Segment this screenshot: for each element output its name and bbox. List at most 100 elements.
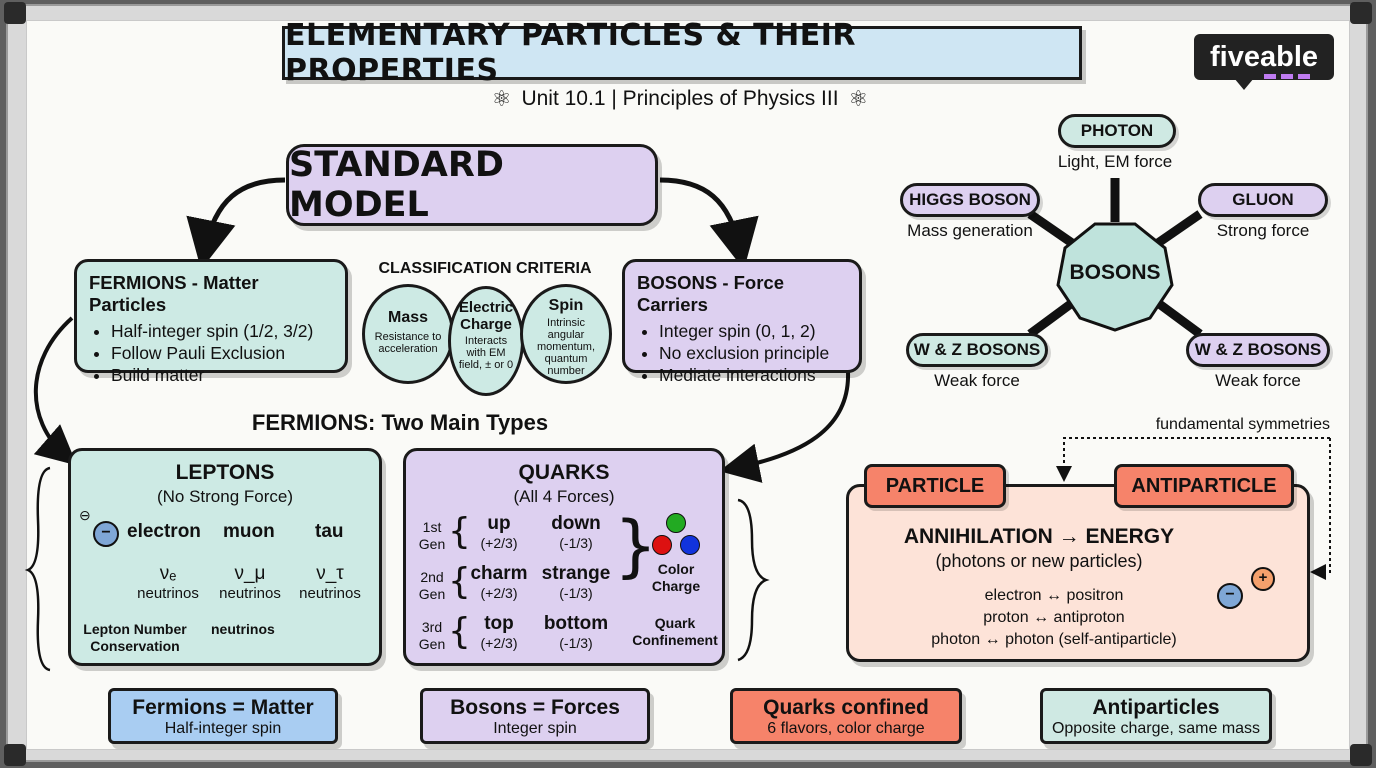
neutrino-symbol: ν_τ xyxy=(316,563,344,584)
quark-name: top xyxy=(484,613,514,634)
neutrino-tau: ν_τ neutrinos xyxy=(285,563,375,602)
fermions-box: FERMIONS - Matter Particles Half-integer… xyxy=(74,259,348,385)
gluon-node: GLUON xyxy=(1198,183,1328,217)
fermions-title: FERMIONS - Matter Particles xyxy=(89,272,259,315)
spoke-higgs xyxy=(1027,210,1075,247)
pair-item: photon ↔ photon (self-antiparticle) xyxy=(931,631,1177,648)
quark-name: bottom xyxy=(543,613,609,634)
bosons-octagon xyxy=(1056,222,1174,332)
quark-charge: (-1/3) xyxy=(559,535,593,551)
confinement-label: Quark Confinement xyxy=(632,615,718,648)
bosons-point: Mediate interactions xyxy=(659,364,849,386)
summary-title: Quarks confined xyxy=(763,696,929,719)
spoke-wz-right xyxy=(1155,299,1203,338)
leptons-box: LEPTONS (No Strong Force) ⊖ − electron m… xyxy=(68,448,382,666)
symmetry-arrow-right xyxy=(1310,438,1331,580)
bosons-title: BOSONS - Force Carriers xyxy=(637,272,784,315)
lepton-conservation: Lepton Number Conservation xyxy=(83,621,187,654)
gen-label: 1st Gen xyxy=(418,519,446,552)
subtitle: ⚛ Unit 10.1 | Principles of Physics III … xyxy=(470,86,890,112)
criterion-name: Electric Charge xyxy=(458,299,514,333)
frame-corner xyxy=(4,744,26,766)
leptons-title: LEPTONS xyxy=(175,461,275,484)
quarks-title: QUARKS xyxy=(518,461,610,484)
symmetry-label: fundamental symmetries xyxy=(1155,416,1330,433)
criterion-desc: Resistance to acceleration xyxy=(374,331,442,355)
wz-left-node: W & Z BOSONS xyxy=(906,333,1048,367)
quark-charge: (+2/3) xyxy=(480,535,518,551)
spoke-wz-left xyxy=(1027,299,1075,338)
summary-desc: Integer spin xyxy=(493,720,577,737)
quark-charge: (-1/3) xyxy=(559,585,593,601)
arrow-to-quarks xyxy=(719,371,851,483)
criterion-name: Spin xyxy=(548,297,584,314)
logo-tail xyxy=(1234,78,1254,90)
photon-desc: Light, EM force xyxy=(1057,152,1173,171)
antiparticle-pairs: electron ↔ positron proton ↔ antiproton … xyxy=(889,585,1219,651)
quarks-subtitle: (All 4 Forces) xyxy=(513,487,615,506)
criterion-desc: Interacts with EM field, ± or 0 xyxy=(458,335,514,371)
antiparticle-label: ANTIPARTICLE xyxy=(1114,464,1294,508)
criterion-desc: Intrinsic angular momentum, quantum numb… xyxy=(536,317,596,377)
color-charge-label: Color Charge xyxy=(651,561,701,594)
criterion-charge: Electric Charge Interacts with EM field,… xyxy=(448,286,524,396)
criterion-mass: Mass Resistance to acceleration xyxy=(362,284,454,384)
summary-bosons: Bosons = Forces Integer spin xyxy=(420,688,650,744)
quark-charge: (+2/3) xyxy=(480,585,518,601)
gen-brace: { xyxy=(448,511,471,552)
standard-model-box: STANDARD MODEL xyxy=(286,144,658,226)
summary-desc: Opposite charge, same mass xyxy=(1051,720,1261,737)
atom-icon: ⚛ xyxy=(491,86,512,111)
summary-title: Fermions = Matter xyxy=(132,696,314,719)
summary-title: Antiparticles xyxy=(1092,696,1220,719)
gen-brace: { xyxy=(448,561,471,602)
higgs-desc: Mass generation xyxy=(907,221,1033,240)
summary-title: Bosons = Forces xyxy=(450,696,620,719)
annihilation-heading: ANNIHILATION → ENERGY xyxy=(903,525,1175,548)
positron-icon: + xyxy=(1251,567,1275,591)
lepton-tau: tau xyxy=(315,521,344,542)
neutrino-mu: ν_μ neutrinos xyxy=(205,563,295,602)
negative-charge-icon: ⊖ xyxy=(79,507,91,523)
logo-text: fiveable xyxy=(1210,40,1318,73)
color-charge-dots xyxy=(646,513,706,563)
neutrino-label: neutrinos xyxy=(299,585,361,602)
quark-charm: charm (+2/3) xyxy=(464,563,534,601)
left-brace xyxy=(24,466,51,672)
neutrino-label: neutrinos xyxy=(219,585,281,602)
quark-up: up (+2/3) xyxy=(464,513,534,551)
neutrino-label: neutrinos xyxy=(137,585,199,602)
spoke-gluon xyxy=(1155,210,1203,247)
summary-quarks: Quarks confined 6 flavors, color charge xyxy=(730,688,962,744)
wz-right-node: W & Z BOSONS xyxy=(1186,333,1330,367)
summary-antiparticles: Antiparticles Opposite charge, same mass xyxy=(1040,688,1272,744)
higgs-node: HIGGS BOSON xyxy=(900,183,1040,217)
color-dot xyxy=(652,535,672,555)
photon-node: PHOTON xyxy=(1058,114,1176,148)
quark-top: top (+2/3) xyxy=(464,613,534,651)
frame-corner xyxy=(1350,744,1372,766)
quarks-box: QUARKS (All 4 Forces) 1st Gen { up (+2/3… xyxy=(403,448,725,666)
neutrino-e: νₑ neutrinos xyxy=(123,563,213,602)
arrow-to-bosons xyxy=(659,177,759,270)
page-title: ELEMENTARY PARTICLES & THEIR PROPERTIES xyxy=(282,18,1082,88)
criterion-spin: Spin Intrinsic angular momentum, quantum… xyxy=(520,284,612,384)
quark-strange: strange (-1/3) xyxy=(536,563,616,601)
annihilation-subheading: (photons or new particles) xyxy=(935,551,1143,571)
leptons-subtitle: (No Strong Force) xyxy=(156,487,294,506)
logo-dots xyxy=(1264,74,1310,79)
fermion-types-heading: FERMIONS: Two Main Types xyxy=(251,410,549,435)
neutrino-symbol: νₑ xyxy=(159,563,177,584)
bosons-point: Integer spin (0, 1, 2) xyxy=(659,320,849,342)
atom-icon: ⚛ xyxy=(848,86,869,111)
quark-bottom: bottom (-1/3) xyxy=(536,613,616,651)
bosons-box: BOSONS - Force Carriers Integer spin (0,… xyxy=(622,259,862,385)
quark-name: charm xyxy=(470,563,528,584)
lepton-muon: muon xyxy=(223,521,275,542)
summary-desc: Half-integer spin xyxy=(164,720,282,737)
particle-label: PARTICLE xyxy=(864,464,1006,508)
bosons-center-label: BOSONS xyxy=(1069,261,1161,284)
pair-item: proton ↔ antiproton xyxy=(983,609,1125,626)
fiveable-logo[interactable]: fiveable xyxy=(1194,34,1334,90)
subtitle-text: Unit 10.1 | Principles of Physics III xyxy=(521,87,839,110)
